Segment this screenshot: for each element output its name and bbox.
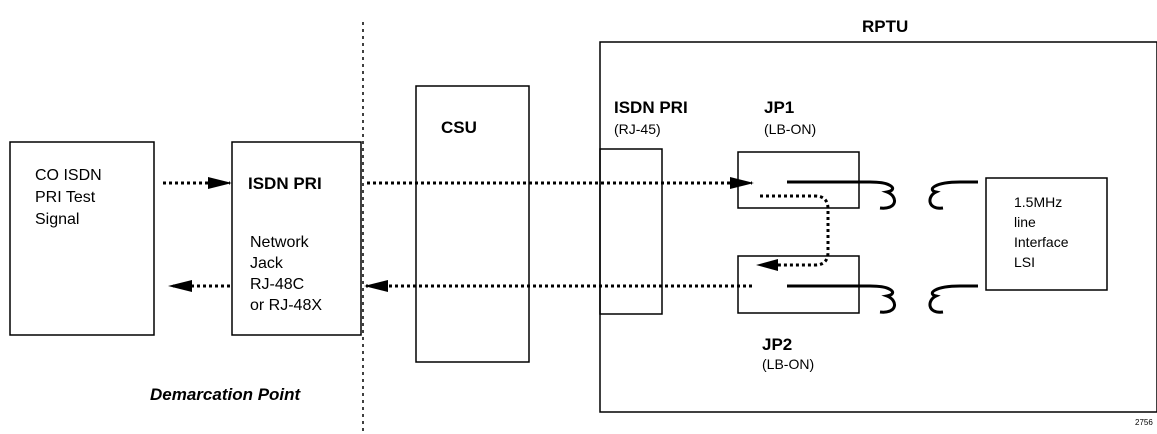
network-line-4: or RJ-48X [250,297,323,314]
jp1-coil-right [928,180,978,210]
figure-number: 2756 [1135,418,1153,427]
jp2-subtitle: (LB-ON) [762,356,815,372]
rptu-label: RPTU [862,17,909,36]
jp1-coil-left [869,180,896,210]
jp1-subtitle: (LB-ON) [764,121,817,137]
lsi-line-2: line [1014,214,1036,230]
network-line-2: Jack [250,255,283,272]
jp1-title: JP1 [764,98,795,117]
jp1-box [737,151,860,209]
loopback-path [760,194,830,267]
rj45-jack-box [599,148,663,315]
jp2-coil-left [869,284,896,314]
loopback-arrowhead [756,259,778,271]
network-line-1: Network [250,234,309,251]
csu-box [415,85,530,363]
network-jack-box [231,141,362,336]
lsi-line-1: 1.5MHz [1014,194,1063,210]
network-line-3: RJ-48C [250,276,305,293]
demarcation-label: Demarcation Point [150,385,301,404]
co-line-3: Signal [35,211,80,228]
lsi-line-4: LSI [1014,254,1036,270]
csu-label: CSU [441,118,477,137]
rj45-title: ISDN PRI [614,98,688,117]
co-line-2: PRI Test [35,189,96,206]
jp2-title: JP2 [762,335,793,354]
rj45-subtitle: (RJ-45) [614,121,661,137]
co-test-signal-box [9,141,155,336]
lsi-box [985,177,1108,291]
co-line-1: CO ISDN [35,167,102,184]
lsi-line-3: Interface [1014,234,1069,250]
jp2-coil-right [928,284,978,314]
network-jack-title: ISDN PRI [248,174,322,193]
